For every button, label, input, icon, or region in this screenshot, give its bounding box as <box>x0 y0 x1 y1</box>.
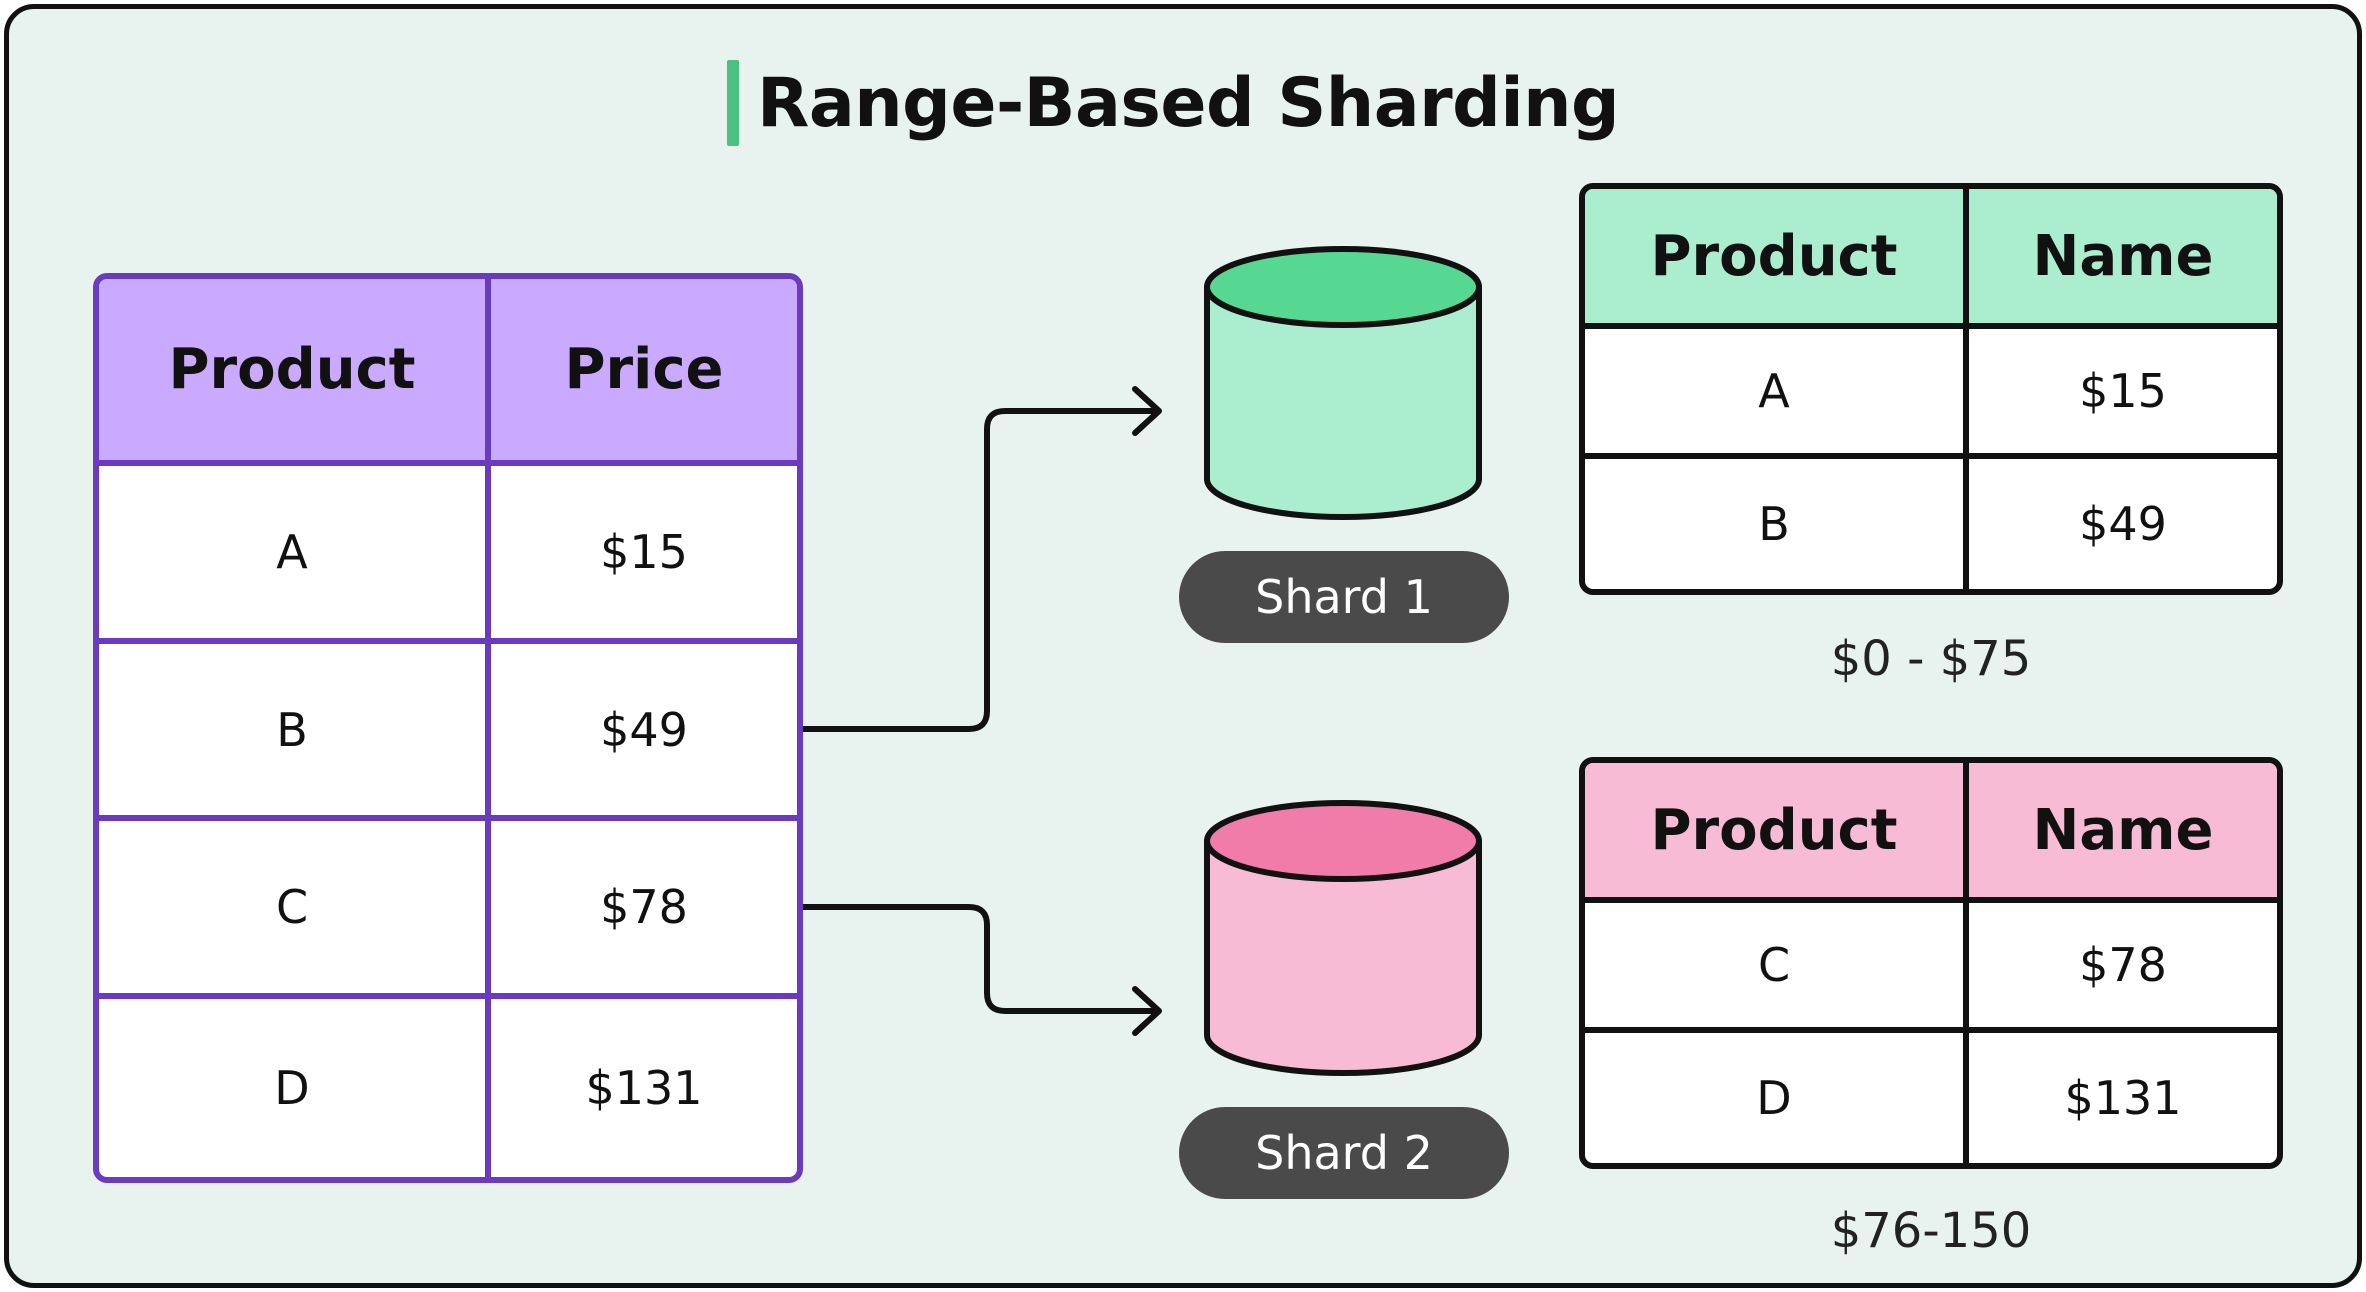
source-cell-product: B <box>99 643 491 822</box>
connectors-and-databases <box>796 246 1482 1076</box>
shard-2-database-icon <box>1204 800 1482 1076</box>
shard-2-header-product: Product <box>1585 763 1969 903</box>
table-row: B $49 <box>99 643 797 822</box>
source-cell-price: $78 <box>491 821 797 1000</box>
source-cell-price: $131 <box>585 1061 703 1116</box>
shard-2-header-name: Name <box>1969 763 2277 903</box>
shard-2-cell-name: $78 <box>1969 903 2277 1033</box>
shard-1-header-name: Name <box>1969 189 2277 329</box>
shard-1-cell-product: B <box>1585 459 1969 589</box>
shard-1-cell-name: $49 <box>2079 497 2167 551</box>
source-header-row: Product Price <box>99 279 797 466</box>
shard-2-table: Product Name C $78 D $131 <box>1579 757 2283 1169</box>
arrowhead-shard-2 <box>1132 986 1162 1036</box>
connector-arrow-shard-1 <box>796 408 1160 732</box>
shard-2-range: $76-150 <box>1830 1203 2032 1259</box>
source-cell-product: D <box>99 999 491 1177</box>
source-products-table: Product Price A $15 B $49 C $78 D $131 <box>93 273 803 1183</box>
source-cell-product: C <box>99 821 491 1000</box>
table-row: C $78 <box>1585 903 2277 1033</box>
shard-2-cell-product: C <box>1585 903 1969 1033</box>
shard-1-cell-name: $15 <box>1969 329 2277 459</box>
shard-1-range: $0 - $75 <box>1830 631 2032 687</box>
table-row: D $131 <box>1585 1033 2277 1163</box>
table-row: C $78 <box>99 821 797 1000</box>
table-row: A $15 <box>1585 329 2277 459</box>
shard-1-label: Shard 1 <box>1179 551 1509 643</box>
source-cell-price: $49 <box>491 644 797 822</box>
source-header-product: Product <box>99 279 491 466</box>
shard-1-database-icon <box>1204 246 1482 520</box>
shard-2-header-row: Product Name <box>1585 763 2277 903</box>
table-row: D $131 <box>99 999 797 1177</box>
source-header-price: Price <box>491 279 797 466</box>
table-row: B $49 <box>1585 459 2277 589</box>
title-accent-bar <box>727 60 739 146</box>
table-row: A $15 <box>99 465 797 644</box>
source-cell-product: A <box>99 465 491 644</box>
shard-1-cell-product: A <box>1585 329 1969 459</box>
source-cell-price: $15 <box>491 466 797 644</box>
shard-2-cell-name: $131 <box>2064 1071 2182 1125</box>
shard-1-table: Product Name A $15 B $49 <box>1579 183 2283 595</box>
shard-2-label: Shard 2 <box>1179 1107 1509 1199</box>
diagram-title: Range-Based Sharding <box>757 63 1620 143</box>
shard-2-cell-product: D <box>1585 1033 1969 1163</box>
connector-arrow-shard-2 <box>796 904 1160 1014</box>
diagram-frame: Range-Based Sharding Product Price A $15 <box>4 4 2362 1288</box>
shard-1-header-product: Product <box>1585 189 1969 329</box>
shard-1-header-row: Product Name <box>1585 189 2277 329</box>
title-block: Range-Based Sharding <box>727 53 1620 153</box>
arrowhead-shard-1 <box>1132 386 1162 436</box>
